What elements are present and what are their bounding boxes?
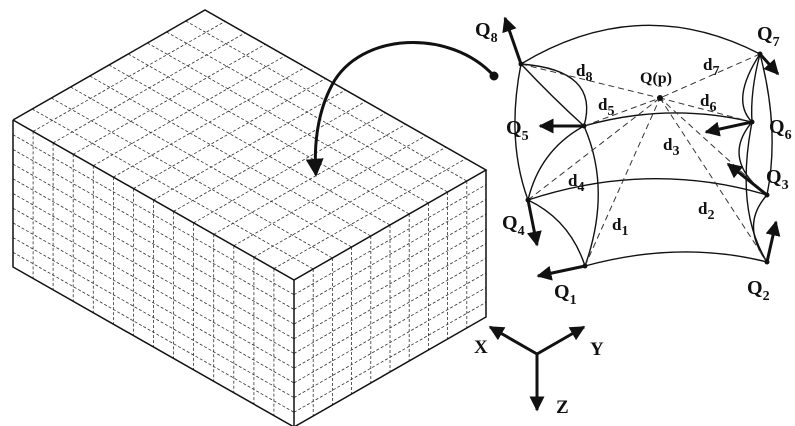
mesh-grid-line [293, 272, 487, 384]
mesh-grid-line [32, 108, 314, 270]
mesh-grid-line [108, 64, 391, 226]
curved-hexahedral-element [514, 24, 773, 267]
mesh-grid-line [51, 97, 333, 259]
label-qp: Q(p) [640, 70, 672, 87]
edge-q7-q6 [751, 53, 761, 123]
label-d4: d4 [568, 171, 584, 195]
edge-q8-q7 [520, 24, 761, 65]
distance-line-d5 [583, 97, 661, 127]
mesh-grid-line [12, 163, 295, 325]
mesh-grid-line [12, 222, 295, 384]
mesh-grid-line [12, 178, 295, 340]
distance-line-d4 [527, 97, 661, 201]
coordinate-axes: X Y Z [474, 325, 604, 418]
distance-line-d1 [584, 97, 661, 267]
mesh-grid-line [12, 193, 295, 354]
mesh-grid-line [293, 184, 487, 296]
edge-q4-q3-hidden [527, 178, 768, 201]
distance-line-d2 [659, 97, 768, 263]
distance-line-d7 [659, 53, 761, 99]
label-d3: d3 [663, 135, 679, 159]
source-point [489, 71, 499, 81]
label-q3: Q3 [766, 166, 789, 193]
edge-q4-q1 [527, 199, 586, 267]
distance-line-d3 [659, 97, 768, 196]
axis-x-label: X [474, 337, 488, 358]
label-q4: Q4 [502, 212, 525, 239]
mesh-grid-line [293, 213, 487, 325]
distance-lines [520, 53, 768, 267]
mesh-grid-line [12, 207, 295, 369]
label-q6: Q6 [769, 116, 792, 143]
edge-q5-q1 [583, 125, 599, 267]
label-q8: Q8 [475, 19, 498, 46]
node-vectors [502, 16, 781, 281]
vector-q3 [726, 162, 768, 197]
mesh-block [12, 9, 488, 426]
mesh-grid-line [293, 301, 487, 413]
edge-q8-q5 [520, 63, 585, 127]
mesh-grid-line [166, 31, 448, 193]
mesh-grid-line [12, 237, 295, 398]
mesh-grid-line [147, 42, 429, 204]
mesh-grid-line [173, 101, 366, 212]
point-qp [657, 95, 663, 101]
vector-q7 [758, 52, 780, 76]
label-q5: Q5 [506, 117, 529, 144]
mesh-grid-line [133, 78, 326, 189]
axis-z-label: Z [556, 397, 569, 418]
mesh-grid-line [233, 135, 426, 247]
edge-inner-right [742, 53, 761, 123]
edge-q8-q4 [514, 63, 529, 201]
mesh-grid-line [12, 251, 295, 413]
label-d7: d7 [703, 55, 719, 79]
mesh-block-outline [12, 9, 488, 426]
label-d2: d2 [698, 199, 714, 223]
selection-arrow [305, 40, 499, 177]
label-d8: d8 [576, 61, 592, 85]
mesh-grid-line [12, 134, 295, 296]
mesh-grid-line [293, 228, 487, 340]
axis-y-arrow [536, 325, 586, 356]
edge-q1-q2 [584, 251, 768, 267]
label-d6: d6 [700, 91, 716, 115]
axis-x-arrow [488, 325, 538, 356]
mesh-grid-line [89, 75, 371, 237]
mesh-left-face-grid [12, 131, 295, 416]
vector-q6 [704, 120, 753, 137]
label-q7: Q7 [757, 23, 780, 50]
mesh-grid-line [128, 53, 410, 215]
mesh-grid-line [12, 149, 295, 310]
label-q2: Q2 [747, 277, 770, 304]
mesh-grid-line [293, 243, 487, 354]
distance-line-d8 [520, 63, 661, 99]
mesh-grid-line [73, 43, 266, 155]
mesh-grid-line [293, 199, 487, 310]
node-labels: Q1 Q2 Q3 Q4 Q5 Q6 Q7 Q8 Q(p) [475, 19, 792, 308]
mesh-grid-line [70, 86, 352, 248]
label-q1: Q1 [554, 281, 577, 308]
mesh-grid-line [293, 257, 487, 369]
edge-q5-q6 [583, 112, 753, 127]
vector-q8 [502, 16, 523, 65]
distance-line-d6 [659, 97, 753, 123]
mesh-right-face-grid [293, 181, 487, 416]
mesh-grid-line [32, 21, 226, 132]
mesh-top-face-grid [32, 20, 467, 270]
edge-q5-q4-inner [527, 125, 585, 201]
vector-q1 [536, 264, 586, 281]
edge-q6-q2 [745, 121, 768, 263]
vector-q4 [526, 199, 542, 247]
label-d5: d5 [598, 95, 614, 119]
mesh-grid-line [293, 287, 487, 398]
axis-y-label: Y [590, 339, 604, 360]
edge-inner-left [520, 63, 588, 127]
distance-labels: d8 d7 d5 d6 d4 d3 d1 d2 [568, 55, 719, 239]
label-d1: d1 [612, 215, 628, 239]
vector-q2 [765, 220, 781, 263]
